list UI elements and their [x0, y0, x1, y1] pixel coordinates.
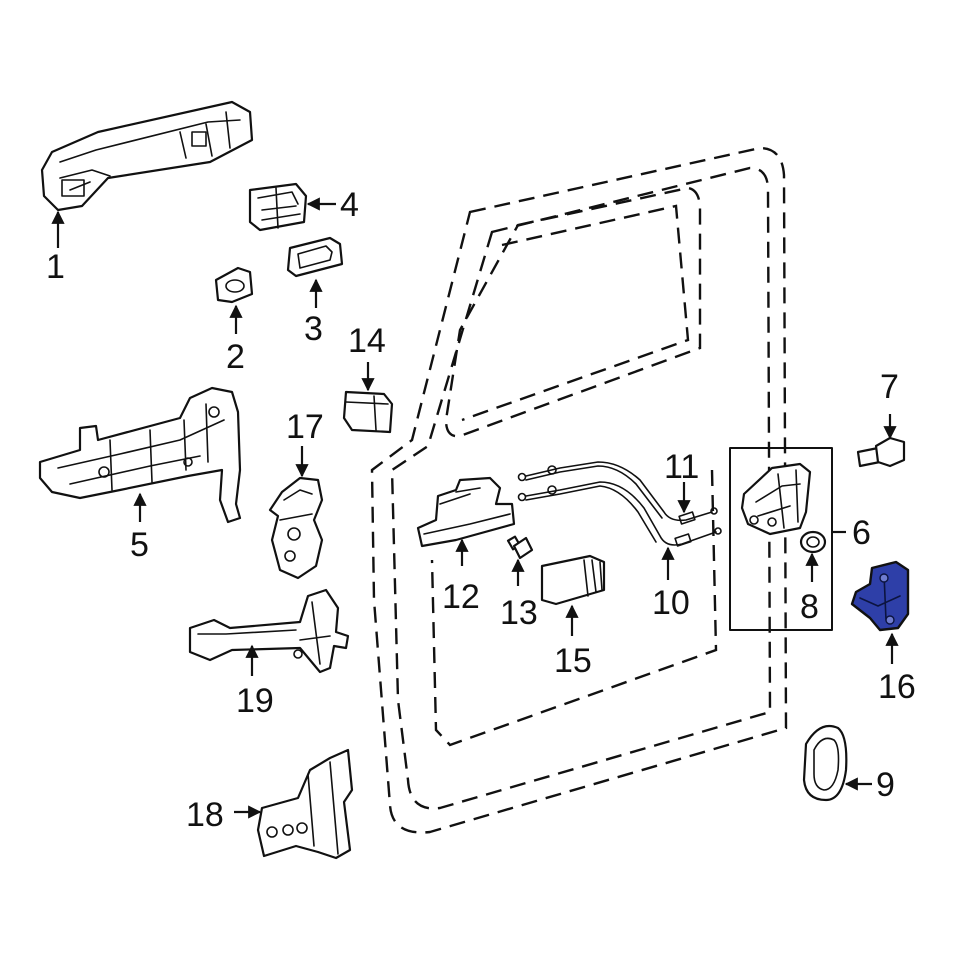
- callout-2[interactable]: 2: [226, 338, 245, 376]
- callout-9[interactable]: 9: [876, 766, 895, 804]
- callout-12[interactable]: 12: [442, 578, 480, 616]
- part-1-outside-handle: [40, 100, 254, 248]
- callout-3[interactable]: 3: [304, 310, 323, 348]
- part-13-screw: [506, 535, 534, 586]
- door-outline: [370, 146, 788, 834]
- callout-7[interactable]: 7: [880, 368, 899, 406]
- callout-1[interactable]: 1: [46, 248, 65, 286]
- part-15-module: [540, 554, 606, 636]
- callout-14[interactable]: 14: [348, 322, 386, 360]
- part-9-plug: [802, 724, 872, 802]
- part-10-cable: [517, 481, 722, 580]
- part-14-button: [342, 362, 394, 434]
- part-5-frame: [38, 386, 242, 524]
- callout-10[interactable]: 10: [652, 584, 690, 622]
- part-7-bolt: [856, 414, 906, 468]
- part-3-gasket: [286, 236, 344, 308]
- part-12-inside-handle: [416, 476, 516, 566]
- part-16-striker: [850, 560, 910, 664]
- part-19-door-check: [188, 588, 350, 676]
- part-4-cover: [248, 182, 336, 232]
- callout-15[interactable]: 15: [554, 642, 592, 680]
- callout-4[interactable]: 4: [340, 186, 359, 224]
- callout-11[interactable]: 11: [664, 448, 699, 486]
- callout-18[interactable]: 18: [186, 796, 224, 834]
- callout-5[interactable]: 5: [130, 526, 149, 564]
- callout-13[interactable]: 13: [500, 594, 538, 632]
- part-6-latch-box: [729, 447, 846, 631]
- callout-17[interactable]: 17: [286, 408, 324, 446]
- part-17-bracket: [268, 446, 324, 580]
- part-2-gasket: [214, 266, 254, 334]
- part-18-hinge: [234, 748, 354, 860]
- part-8-bushing: [799, 530, 827, 582]
- part-11-cable: [517, 461, 718, 525]
- callout-6[interactable]: 6: [852, 514, 871, 552]
- callout-19[interactable]: 19: [236, 682, 274, 720]
- callout-labels: 1 2 3 4 5 6 7 8 9 10 11 12 13 14 15 16 1…: [46, 186, 916, 834]
- callout-16[interactable]: 16: [878, 668, 916, 706]
- callout-8[interactable]: 8: [800, 588, 819, 626]
